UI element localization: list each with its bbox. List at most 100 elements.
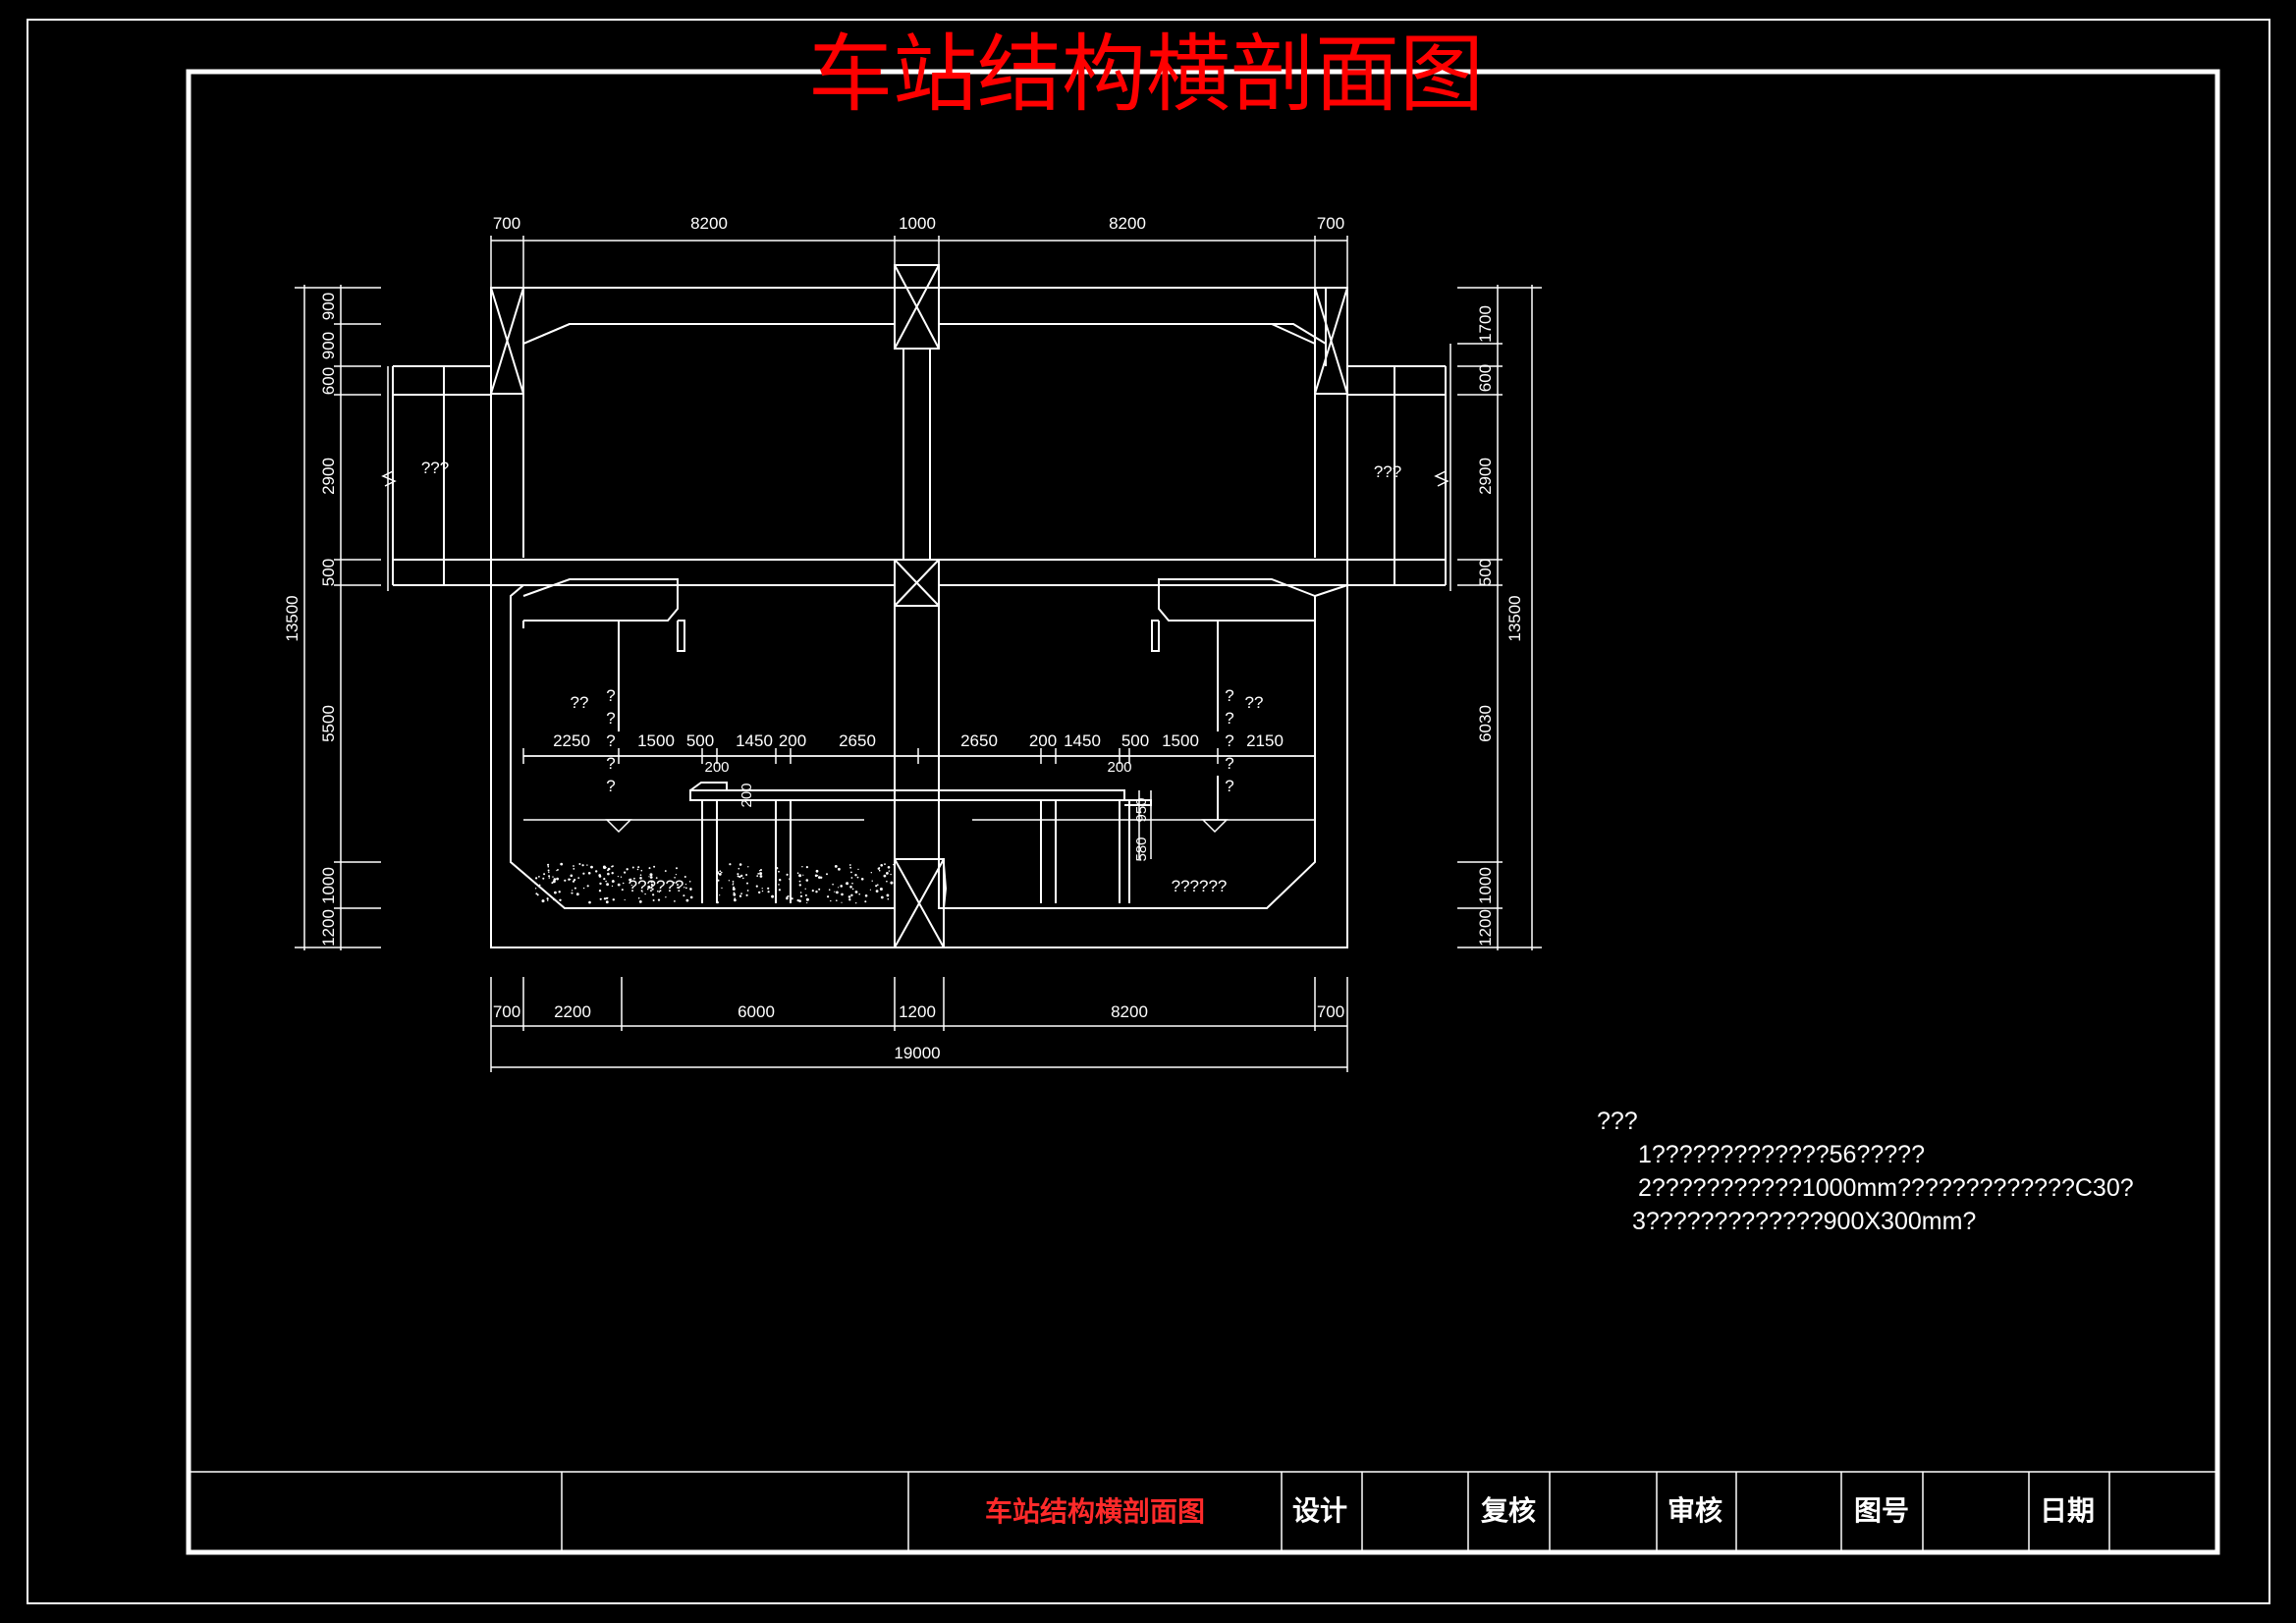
notes-line-3: 3?????????????900X300mm?: [1632, 1208, 1976, 1235]
hatch-dot: [685, 898, 689, 902]
hatch-dot: [761, 890, 764, 893]
hatch-dot: [805, 866, 809, 869]
hatch-dot: [721, 871, 723, 874]
title-block-drawing-name: 车站结构横剖面图: [985, 1495, 1205, 1527]
hatch-dot: [778, 870, 780, 873]
hatch-dot: [652, 899, 655, 901]
hatch-dot: [689, 889, 692, 892]
hatch-dot: [564, 879, 567, 882]
hatch-dot: [548, 871, 550, 874]
roof-slab: [491, 287, 1327, 366]
dim-inner-r3: 1450: [1064, 731, 1101, 750]
hatch-dot: [617, 883, 621, 887]
qmark-column-right: ? ? ? ? ?: [1225, 686, 1233, 795]
hatch-dot: [737, 873, 739, 876]
fill-hatch: [534, 862, 895, 904]
qmark-column-left: ? ? ? ? ?: [606, 686, 615, 795]
hatch-dot: [611, 885, 614, 888]
hatch-dot: [799, 894, 803, 897]
hatch-dot: [746, 890, 749, 892]
dim-left-2: 900: [319, 332, 338, 359]
hatch-dot: [578, 863, 581, 865]
hatch-dot: [815, 869, 819, 873]
hatch-dot: [719, 870, 722, 873]
dim-small-2: 200: [738, 783, 755, 807]
title-block: 车站结构横剖面图 设计 复核 审核 图号 日期: [189, 1471, 2217, 1552]
hatch-dot: [849, 866, 851, 869]
hatch-dot: [816, 875, 819, 877]
hatch-dot: [886, 893, 890, 897]
hatch-dot: [542, 877, 545, 880]
hatch-dot: [890, 873, 892, 876]
hatch-dot: [548, 875, 551, 878]
hatch-dot: [675, 874, 678, 876]
hatch-dot: [648, 867, 651, 870]
hatch-dot: [838, 887, 840, 889]
hatch-dot: [633, 877, 635, 880]
hatch-dot: [836, 899, 838, 901]
title-block-approve: 审核: [1667, 1494, 1722, 1526]
dim-inner-r1: 2650: [960, 731, 998, 750]
hatch-dot: [870, 872, 872, 874]
hatch-dot: [746, 882, 748, 885]
hatch-dot: [572, 880, 575, 883]
hatch-dot: [556, 877, 559, 881]
hatch-dot: [864, 900, 867, 903]
dim-right-3: 2900: [1476, 458, 1495, 495]
hatch-dot: [651, 888, 654, 891]
hatch-dot: [756, 875, 759, 877]
hatch-dot: [657, 890, 659, 893]
hatch-dot: [629, 878, 632, 881]
dim-left-3: 600: [319, 367, 338, 395]
dim-top-3: 1000: [899, 214, 936, 233]
dim-small-1: 200: [704, 759, 729, 776]
hatch-dot: [846, 882, 849, 886]
hatch-dot: [674, 900, 676, 902]
hatch-dot: [622, 882, 625, 885]
hatch-dot: [877, 884, 879, 886]
hatch-dot: [551, 882, 554, 885]
hatch-dot: [582, 887, 585, 890]
hatch-dot: [878, 869, 881, 872]
side-label-left: ???: [421, 459, 449, 477]
hatch-dot: [547, 869, 550, 872]
hatch-dot: [798, 884, 801, 887]
hatch-dot: [802, 874, 804, 876]
hatch-dot: [603, 878, 606, 881]
hatch-dot: [854, 891, 858, 893]
hatch-dot: [887, 897, 890, 900]
dim-bottom-4: 1200: [899, 1002, 936, 1021]
hatch-dot: [688, 881, 691, 883]
dim-inner-l2: 1500: [637, 731, 675, 750]
hatch-dot: [603, 897, 607, 900]
hatch-dot: [689, 895, 693, 899]
dim-inner-r4: 500: [1121, 731, 1149, 750]
dim-left-7: 1000: [319, 867, 338, 904]
dim-total: 19000: [894, 1044, 940, 1062]
dim-left-6: 5500: [319, 705, 338, 742]
qmark: ?: [1225, 777, 1233, 795]
hatch-dot: [849, 886, 852, 889]
hatch-dot: [716, 871, 720, 875]
hatch-dot: [860, 878, 864, 881]
hatch-dot: [547, 865, 550, 868]
dim-small-4: 950: [1133, 797, 1150, 822]
hatch-dot: [796, 898, 799, 902]
hatch-dot: [734, 897, 736, 899]
dim-bottom-1: 700: [493, 1002, 520, 1021]
hatch-dot: [582, 872, 585, 875]
hatch-dot: [624, 871, 627, 874]
hatch-dot: [685, 887, 687, 890]
roof-inner: [522, 323, 1316, 345]
hatch-dot: [617, 876, 620, 878]
hatch-dot: [640, 869, 643, 872]
dim-left-5: 500: [319, 559, 338, 586]
hatch-dot: [536, 893, 539, 896]
hatch-dot: [758, 891, 761, 894]
qmark: ?: [606, 777, 615, 795]
fill-label-right: ??????: [1172, 877, 1228, 895]
hatch-dot: [575, 893, 579, 896]
qmark: ?: [606, 731, 615, 750]
hatch-dot: [811, 890, 814, 893]
hatch-dot: [638, 883, 640, 885]
